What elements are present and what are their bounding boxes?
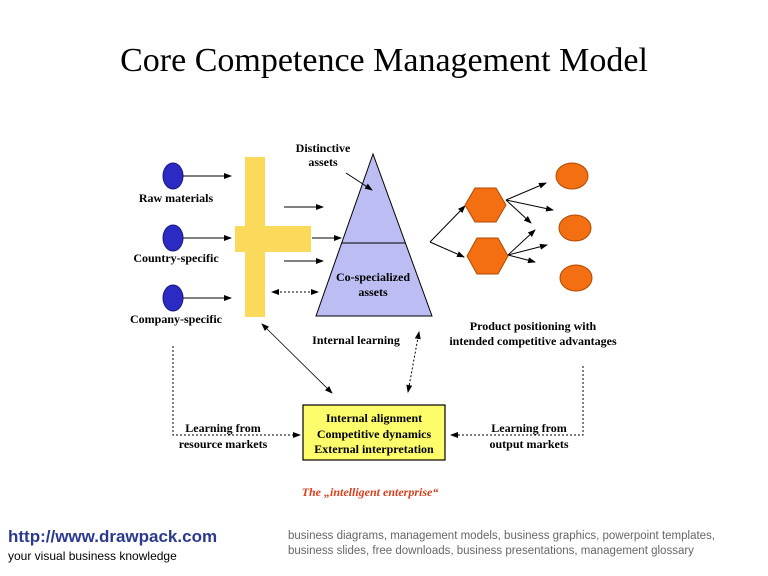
arrow-hex2-c	[507, 254, 536, 264]
country-specific-circle-icon	[162, 224, 184, 252]
co-specialized-label-line1: Co-specialized	[336, 270, 410, 284]
arrow-to-hexagon-top	[429, 205, 466, 243]
yellow-cross-icon	[235, 157, 311, 317]
arrow-hex2-b	[507, 243, 548, 256]
center-box-line3: External interpretation	[314, 442, 434, 456]
learning-resource-line2: resource markets	[179, 437, 268, 451]
intelligent-enterprise-label: The „intelligent enterprise“	[302, 485, 439, 499]
arrow-cross-to-center-box	[261, 323, 333, 394]
co-specialized-label-line2: assets	[358, 285, 388, 299]
product-positioning-line2: intended competitive advantages	[449, 334, 617, 348]
dotted-loop-output	[450, 366, 584, 438]
learning-resource-line1: Learning from	[185, 421, 260, 435]
pyramid-shape	[315, 152, 433, 317]
footer-url-link[interactable]: http://www.drawpack.com	[8, 527, 218, 546]
distinctive-assets-label-line1: Distinctive	[296, 141, 351, 155]
company-specific-circle-icon	[162, 284, 184, 312]
footer-tagline: your visual business knowledge	[8, 549, 177, 563]
center-box-line1: Internal alignment	[326, 411, 422, 425]
dotted-loop-resource	[172, 346, 301, 438]
page-title: Core Competence Management Model	[120, 42, 648, 79]
arrow-hex1-b	[505, 199, 554, 212]
output-circle-3-icon	[559, 264, 593, 292]
learning-output-line1: Learning from	[491, 421, 566, 435]
arrow-to-hexagon-bottom	[429, 241, 465, 258]
raw-materials-circle-icon	[162, 162, 184, 190]
center-box-line2: Competitive dynamics	[317, 427, 432, 441]
company-specific-label: Company-specific	[130, 312, 223, 326]
dotted-arrow-pyramid-center-box	[406, 331, 421, 393]
hexagon-top-icon	[464, 187, 507, 223]
learning-output-line2: output markets	[489, 437, 568, 451]
distinctive-assets-label-line2: assets	[308, 155, 338, 169]
hexagon-bottom-icon	[466, 237, 509, 275]
arrow-hex1-c	[505, 199, 532, 224]
arrow-hex2-a	[507, 229, 536, 256]
country-specific-label: Country-specific	[133, 251, 219, 265]
arrow-hex1-a	[505, 182, 547, 201]
footer-keywords: business diagrams, management models, bu…	[288, 530, 715, 557]
product-positioning-line1: Product positioning with	[470, 319, 597, 333]
center-box	[302, 404, 446, 461]
arrow-distinctive-assets	[345, 172, 373, 191]
raw-materials-label: Raw materials	[139, 191, 214, 205]
output-circle-1-icon	[555, 162, 589, 190]
internal-learning-label: Internal learning	[312, 333, 400, 347]
output-circle-2-icon	[558, 214, 592, 242]
